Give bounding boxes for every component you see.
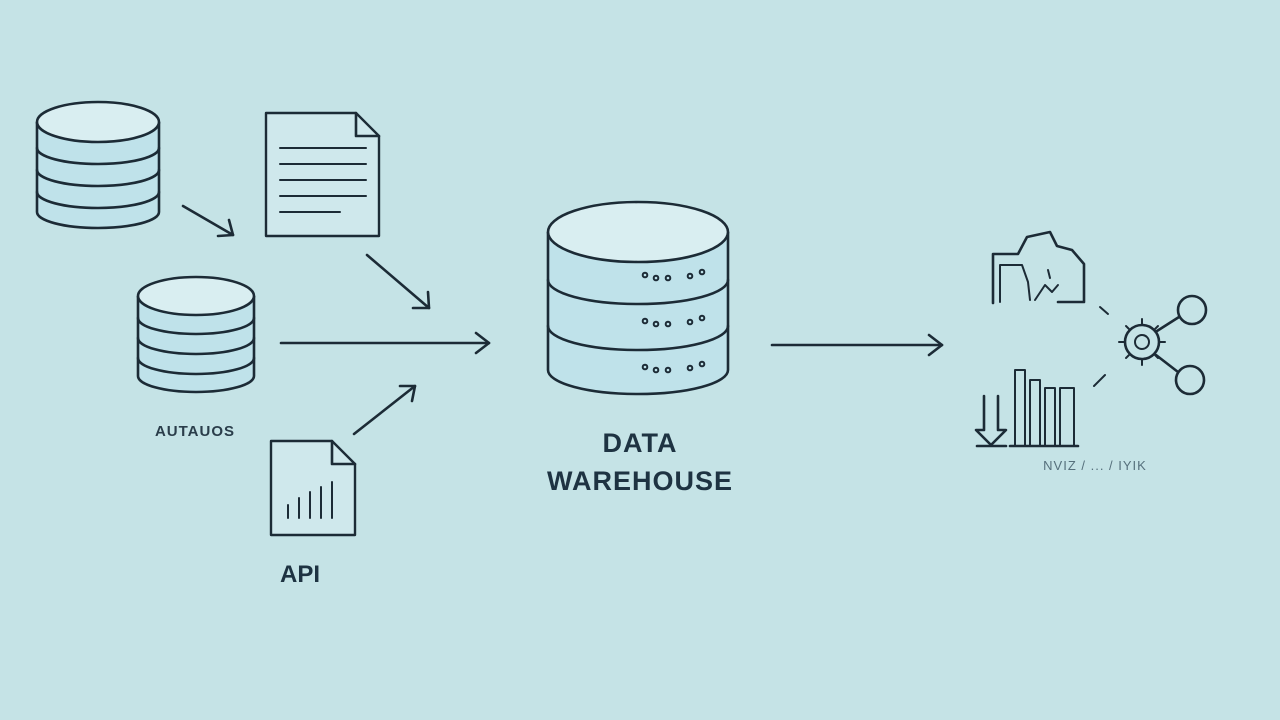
arrow-document-to-warehouse: [365, 253, 431, 310]
gear-network-icon: [1093, 294, 1208, 396]
arrow-db2-to-warehouse: [279, 331, 491, 355]
data-warehouse-icon: [546, 200, 730, 396]
arrow-api-to-warehouse: [352, 384, 417, 436]
data-warehouse-title-line2: WAREHOUSE: [546, 466, 734, 496]
source-database-label: AUTAUOS: [154, 423, 236, 440]
bar-chart-download-icon: [974, 369, 1080, 448]
arrow-warehouse-to-outputs: [770, 333, 944, 357]
data-warehouse-title-line1: DATA: [602, 428, 678, 458]
cloud-icon: [991, 230, 1086, 305]
outputs-label: NVIZ / ... / IYIK: [1043, 458, 1147, 473]
source-document-icon: [264, 111, 381, 238]
source-database-2-icon: [136, 275, 256, 394]
arrow-db1-to-warehouse: [181, 204, 235, 238]
source-database-1-icon: [35, 100, 161, 230]
api-label: API: [279, 561, 320, 588]
api-document-icon: [269, 439, 357, 537]
